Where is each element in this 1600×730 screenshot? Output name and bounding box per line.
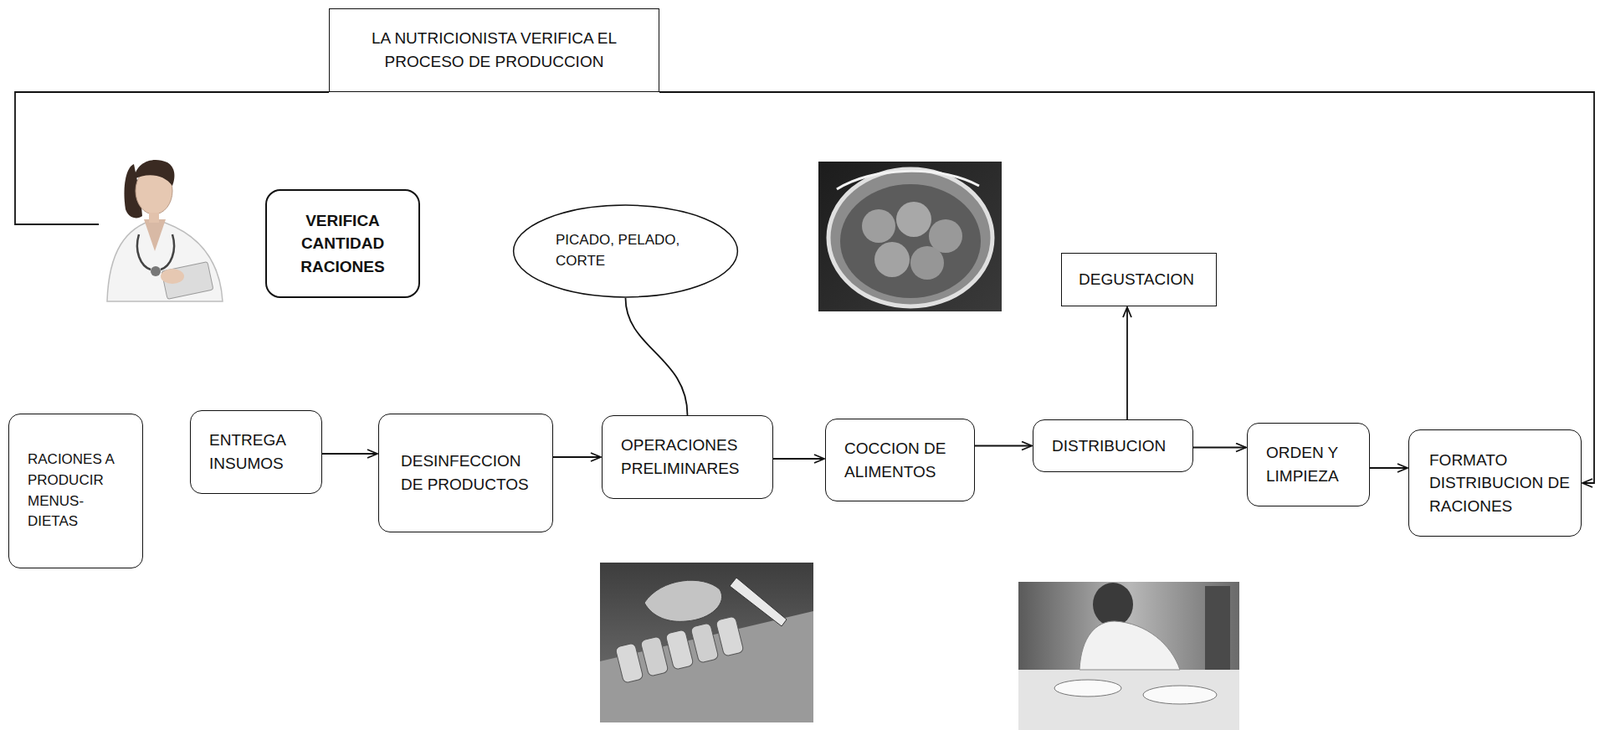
cutting-photo [600, 562, 814, 723]
process-box: RACIONES A PRODUCIR MENUS- DIETAS [8, 413, 144, 569]
nutritionist-figure-part [137, 234, 151, 270]
node-label: PICADO, PELADO, CORTE [555, 230, 709, 272]
cooking-pot-photo-part [861, 209, 896, 243]
nutritionist-figure-part [148, 212, 159, 223]
serving-photo-part [1054, 679, 1122, 697]
serving-photo-part [1205, 585, 1231, 670]
header-box: LA NUTRICIONISTA VERIFICA EL PROCESO DE … [328, 8, 660, 93]
flow-arrow [773, 457, 825, 460]
ellipse-outline [512, 204, 739, 298]
ellipse-shape [513, 205, 739, 298]
flow-arrow [1369, 466, 1408, 469]
cutting-photo-part [600, 610, 814, 723]
serving-photo-part [1018, 581, 1240, 730]
cutting-photo-part [690, 622, 719, 663]
cutting-photo-part [600, 562, 814, 723]
process-box: DEGUSTACION [1061, 252, 1217, 307]
node-label: COCCION DE ALIMENTOS [844, 436, 965, 483]
note-ellipse: PICADO, PELADO, CORTE [512, 204, 739, 298]
node-label: DISTRIBUCION [1051, 434, 1183, 458]
process-box: ORDEN Y LIMPIEZA [1246, 422, 1370, 507]
node-label: VERIFICA CANTIDAD RACIONES [283, 209, 402, 279]
node-label: ENTREGA INSUMOS [209, 428, 310, 475]
cutting-photo-part [615, 642, 644, 683]
cutting-photo-part [665, 629, 694, 670]
nutritionist-figure-part [107, 219, 223, 302]
cooking-pot-photo-part [910, 246, 944, 280]
serving-photo-part [1079, 620, 1180, 670]
cooking-pot-photo-part [840, 184, 981, 298]
process-box: OPERACIONES PRELIMINARES [601, 415, 774, 499]
node-label: RACIONES A PRODUCIR MENUS- DIETAS [27, 449, 133, 533]
node-label: DEGUSTACION [1078, 267, 1200, 292]
cutting-photo-part [729, 577, 787, 626]
cutting-photo-part [644, 579, 723, 621]
cooking-pot-photo-part [874, 241, 910, 277]
cutting-photo-part [715, 615, 744, 657]
process-box: DESINFECCION DE PRODUCTOS [378, 413, 554, 533]
node-label: DESINFECCION DE PRODUCTOS [400, 449, 541, 496]
node-label: FORMATO DISTRIBUCION DE RACIONES [1429, 448, 1571, 518]
process-box: ENTREGA INSUMOS [189, 410, 323, 494]
flow-arrow [659, 92, 1595, 483]
serving-photo-part [1143, 685, 1217, 704]
flow-arrow [1126, 307, 1129, 420]
nutritionist-figure-part [133, 159, 175, 186]
serving-photo-part [1018, 669, 1240, 730]
nutritionist-figure-part [150, 266, 161, 277]
flow-arrow [625, 297, 688, 416]
process-box: FORMATO DISTRIBUCION DE RACIONES [1408, 429, 1582, 537]
cooking-pot-photo-part [896, 201, 932, 237]
serving-photo-part [1092, 582, 1134, 626]
cutting-photo-part [640, 635, 669, 677]
nutritionist-figure-part [160, 268, 185, 284]
flow-arrow [974, 445, 1032, 447]
process-box: VERIFICA CANTIDAD RACIONES [265, 189, 421, 298]
process-box: DISTRIBUCION [1032, 419, 1194, 472]
nutritionist-figure-part [160, 234, 175, 270]
nutritionist-figure [107, 159, 223, 302]
cooking-pot-photo-part [828, 169, 993, 307]
flow-arrow [553, 456, 601, 458]
process-box: COCCION DE ALIMENTOS [825, 418, 975, 502]
serving-photo [1018, 581, 1240, 730]
flow-arrow [322, 452, 378, 455]
nutritionist-figure-part [143, 219, 166, 252]
cooking-pot-photo-part [818, 161, 1002, 312]
cooking-pot-photo [818, 161, 1002, 312]
node-label: OPERACIONES PRELIMINARES [620, 433, 763, 480]
node-label: ORDEN Y LIMPIEZA [1266, 441, 1359, 488]
node-label: LA NUTRICIONISTA VERIFICA EL PROCESO DE … [341, 26, 647, 73]
cooking-pot-photo-part [836, 170, 980, 190]
flow-arrow [1193, 446, 1247, 449]
